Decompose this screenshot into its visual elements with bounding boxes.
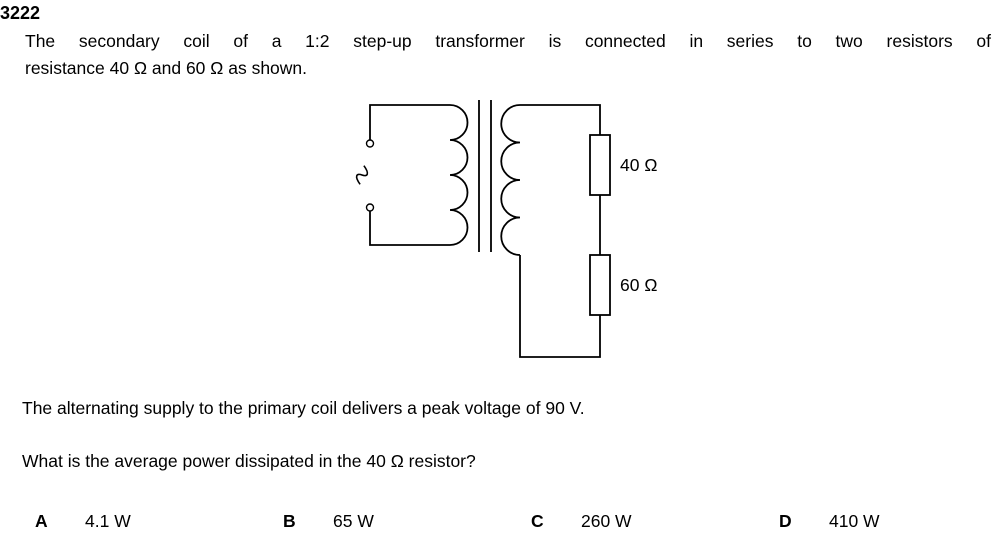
option-d-value: 410 W	[829, 511, 880, 531]
primary-circuit-wire	[369, 104, 450, 246]
supply-voltage-text: The alternating supply to the primary co…	[22, 398, 585, 418]
option-c-value: 260 W	[581, 511, 632, 531]
question-intro: The secondary coil of a 1:2 step-up tran…	[25, 28, 991, 82]
ac-terminal-bottom	[365, 203, 375, 212]
ac-source-icon	[355, 139, 375, 212]
resistor-40-label: 40 Ω	[620, 155, 657, 175]
primary-coil	[449, 104, 469, 246]
resistor-60	[589, 254, 611, 316]
secondary-coil	[500, 104, 521, 256]
option-b-letter: B	[283, 511, 296, 531]
question-number: 3222	[0, 3, 41, 23]
answer-options: A 4.1 W B 65 W C 260 W D 410 W	[0, 511, 1001, 541]
question-prompt: What is the average power dissipated in …	[22, 451, 476, 471]
option-c-letter: C	[531, 511, 544, 531]
ac-terminal-top	[365, 139, 375, 148]
secondary-circuit-wire	[519, 104, 601, 358]
resistor-40	[589, 134, 611, 196]
question-intro-line2: resistance 40 Ω and 60 Ω as shown.	[25, 58, 308, 78]
option-b-value: 65 W	[333, 511, 374, 531]
transformer-core	[478, 100, 492, 252]
question-intro-line1: The secondary coil of a 1:2 step-up tran…	[25, 31, 991, 51]
option-a-value: 4.1 W	[85, 511, 131, 531]
option-a-letter: A	[35, 511, 48, 531]
ac-sine-wave-icon	[355, 165, 369, 185]
resistor-60-label: 60 Ω	[620, 275, 657, 295]
option-d-letter: D	[779, 511, 792, 531]
